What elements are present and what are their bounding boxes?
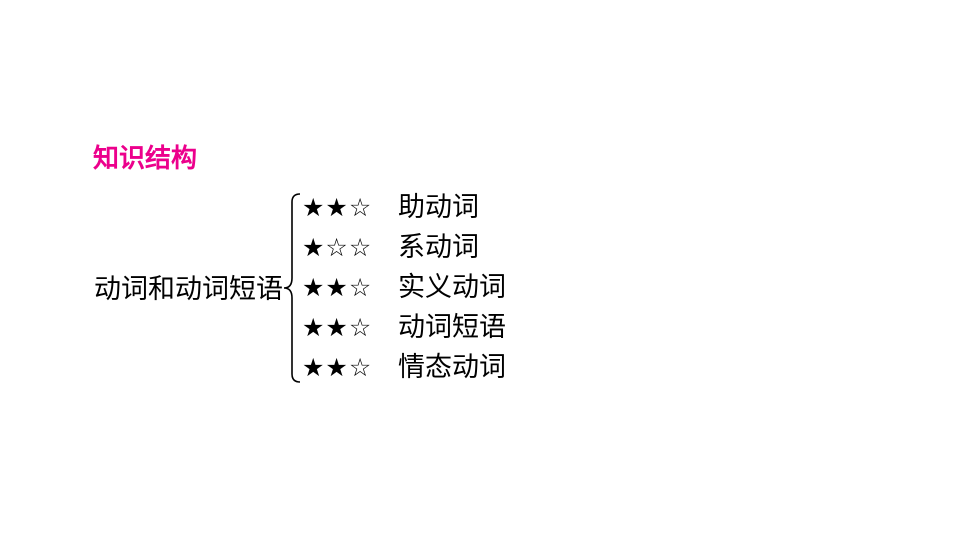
star-rating-icon: ★★☆ <box>302 353 373 382</box>
branch-item-modal-verbs: ★★☆ 情态动词 <box>302 348 506 388</box>
branch-item-notional-verbs: ★★☆ 实义动词 <box>302 268 506 308</box>
branch-label: 系动词 <box>398 232 479 263</box>
branch-label: 情态动词 <box>398 352 506 383</box>
branch-item-linking-verbs: ★☆☆ 系动词 <box>302 228 506 268</box>
branch-label: 助动词 <box>398 192 479 223</box>
branch-label: 动词短语 <box>398 312 506 343</box>
star-rating-icon: ★☆☆ <box>302 233 373 262</box>
curly-brace-icon <box>280 192 302 384</box>
section-title: 知识结构 <box>93 144 198 174</box>
branch-list: ★★☆ 助动词 ★☆☆ 系动词 ★★☆ 实义动词 ★★☆ 动词短语 ★★☆ 情态… <box>302 188 506 388</box>
star-rating-icon: ★★☆ <box>302 193 373 222</box>
branch-item-phrasal-verbs: ★★☆ 动词短语 <box>302 308 506 348</box>
star-rating-icon: ★★☆ <box>302 313 373 342</box>
star-rating-icon: ★★☆ <box>302 273 373 302</box>
branch-label: 实义动词 <box>398 272 506 303</box>
root-concept-label: 动词和动词短语 <box>94 274 283 305</box>
branch-item-auxiliary-verbs: ★★☆ 助动词 <box>302 188 506 228</box>
